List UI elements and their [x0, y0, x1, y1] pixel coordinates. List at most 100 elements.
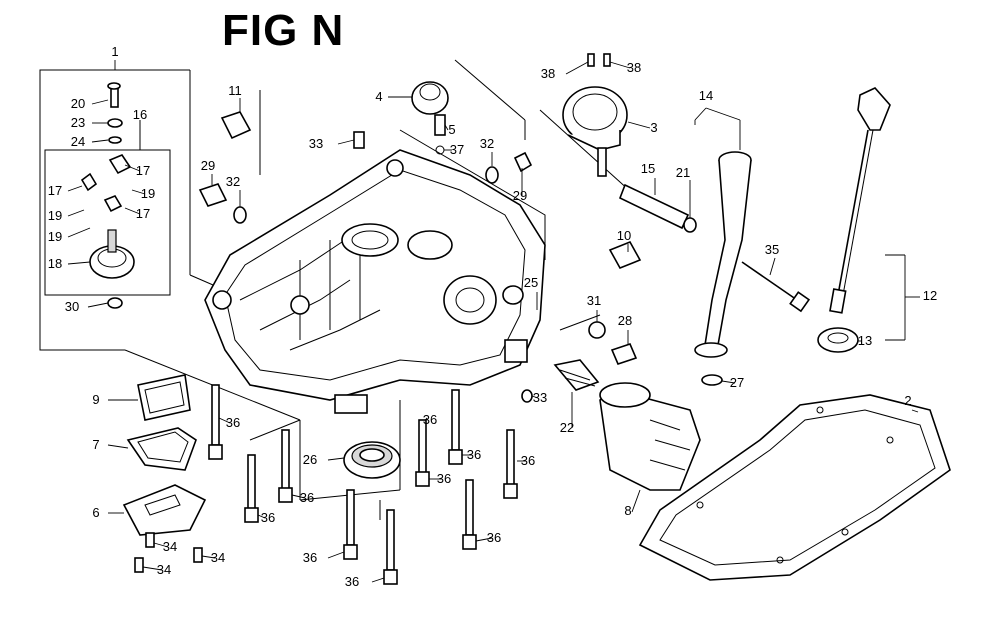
leader-line	[911, 409, 919, 413]
figure-title: FIG N	[222, 6, 345, 55]
leader-line	[67, 227, 91, 238]
bolts	[208, 261, 811, 585]
bracket-line	[705, 107, 741, 121]
leader-line	[327, 457, 345, 461]
callout-label-3: 3	[650, 120, 657, 135]
leader-line	[475, 537, 493, 542]
callout-label-31: 31	[587, 293, 601, 308]
callout-label-34: 34	[211, 550, 225, 565]
leader-line	[67, 209, 85, 217]
callout-label-36: 36	[423, 412, 437, 427]
callout-label-19: 19	[48, 208, 62, 223]
governor-parts	[80, 82, 135, 309]
plugs-left	[198, 111, 252, 224]
leader-line	[91, 99, 109, 105]
callout-label-36: 36	[300, 490, 314, 505]
callout-label-5: 5	[448, 122, 455, 137]
callout-label-36: 36	[261, 510, 275, 525]
callout-label-16: 16	[133, 107, 147, 122]
leader-line	[107, 444, 129, 449]
callout-label-17: 17	[48, 183, 62, 198]
leader-line	[124, 207, 141, 215]
callout-label-32: 32	[480, 136, 494, 151]
callout-label-34: 34	[157, 562, 171, 577]
callout-label-18: 18	[48, 256, 62, 271]
leader-line	[565, 61, 589, 75]
callout-label-35: 35	[765, 242, 779, 257]
callout-label-28: 28	[618, 313, 632, 328]
oil-filter	[521, 359, 701, 491]
oil-seal	[343, 441, 401, 479]
callout-label-25: 25	[524, 275, 538, 290]
callout-label-36: 36	[437, 471, 451, 486]
callout-label-12: 12	[923, 288, 937, 303]
callout-label-24: 24	[71, 134, 85, 149]
callout-label-17: 17	[136, 163, 150, 178]
bracket-line	[694, 107, 707, 121]
leader-line	[142, 566, 163, 571]
callout-label-36: 36	[345, 574, 359, 589]
crankcase-cover	[204, 149, 546, 414]
callout-label-2: 2	[904, 393, 911, 408]
callout-label-22: 22	[560, 420, 574, 435]
callout-label-33: 33	[309, 136, 323, 151]
callout-label-38: 38	[541, 66, 555, 81]
leader-line	[371, 577, 385, 583]
callout-label-6: 6	[92, 505, 99, 520]
callout-label-9: 9	[92, 392, 99, 407]
leader-line	[131, 189, 146, 195]
leader-line	[291, 494, 306, 499]
callout-label-36: 36	[521, 453, 535, 468]
leader-line	[337, 139, 355, 145]
callout-label-19: 19	[141, 186, 155, 201]
leader-line	[67, 185, 83, 192]
callout-label-13: 13	[858, 333, 872, 348]
callout-label-30: 30	[65, 299, 79, 314]
leader-line	[444, 124, 449, 131]
callout-label-23: 23	[71, 115, 85, 130]
callout-label-19: 19	[48, 229, 62, 244]
callout-label-36: 36	[303, 550, 317, 565]
leader-line	[531, 395, 539, 399]
callout-label-36: 36	[226, 415, 240, 430]
leader-line	[124, 164, 141, 172]
callout-label-36: 36	[487, 530, 501, 545]
leader-line	[425, 417, 429, 421]
callout-label-17: 17	[136, 206, 150, 221]
callout-label-32: 32	[226, 174, 240, 189]
callout-label-34: 34	[163, 539, 177, 554]
callout-label-21: 21	[676, 165, 690, 180]
leader-line	[327, 551, 345, 559]
callout-label-14: 14	[699, 88, 713, 103]
callout-label-38: 38	[627, 60, 641, 75]
leader-line	[627, 121, 651, 129]
leader-line	[721, 380, 736, 384]
gasket	[638, 394, 951, 581]
callout-label-37: 37	[450, 142, 464, 157]
leader-line	[609, 61, 631, 69]
leader-line	[201, 555, 216, 559]
callout-label-29: 29	[513, 188, 527, 203]
leader-line	[91, 139, 109, 143]
leader-line	[153, 542, 169, 548]
callout-label-36: 36	[467, 447, 481, 462]
leader-line	[631, 489, 641, 513]
callout-label-26: 26	[303, 452, 317, 467]
dipstick	[817, 87, 891, 353]
breather-parts	[122, 374, 207, 573]
callout-label-11: 11	[228, 83, 242, 98]
callout-label-7: 7	[92, 437, 99, 452]
leader-line	[67, 261, 91, 265]
dipstick-tube	[588, 151, 752, 386]
callout-label-29: 29	[201, 158, 215, 173]
callout-label-33: 33	[533, 390, 547, 405]
leader-line	[87, 302, 109, 308]
leader-line	[218, 417, 231, 424]
callout-label-15: 15	[641, 161, 655, 176]
callout-label-10: 10	[617, 228, 631, 243]
callout-label-27: 27	[730, 375, 744, 390]
callout-label-20: 20	[71, 96, 85, 111]
callout-label-1: 1	[111, 44, 118, 59]
